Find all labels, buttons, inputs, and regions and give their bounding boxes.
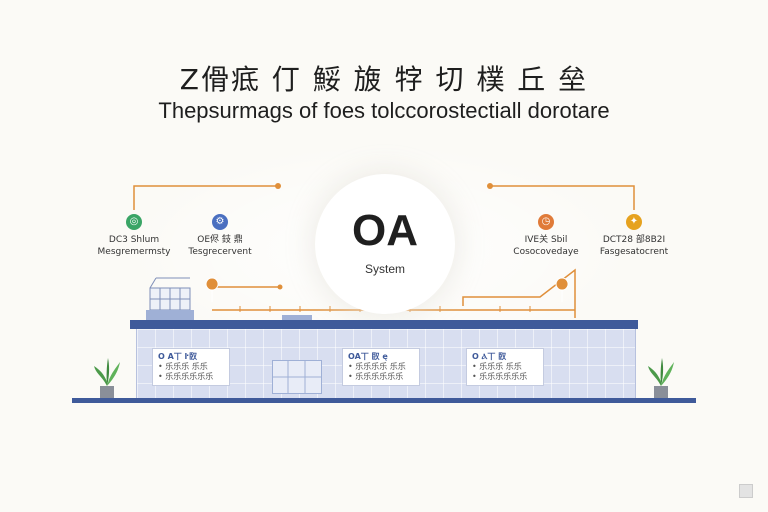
pin-marker-1 — [205, 277, 219, 303]
hub-subtitle: System — [364, 262, 405, 276]
pin-marker-3 — [555, 277, 569, 303]
connector-dot — [275, 183, 281, 189]
connector-left — [133, 185, 278, 210]
ground-line — [72, 398, 696, 403]
connector-dot — [487, 183, 493, 189]
building-window — [272, 360, 322, 394]
connector-dot — [277, 284, 283, 290]
plant-right-icon — [648, 358, 674, 398]
info-card-2: OA丅 臤 ę • 乐乐乐乐 乐乐 • 乐乐乐乐乐乐 — [342, 348, 420, 386]
info-card-1: O A丅 ŀ臤 • 乐乐乐 乐乐 • 乐乐乐乐乐乐 — [152, 348, 230, 386]
building-roof — [130, 320, 638, 329]
bulb-icon: ✦ — [626, 214, 642, 230]
globe-icon: ◎ — [126, 214, 142, 230]
hub-circle — [315, 174, 455, 314]
hub-title: OA — [352, 206, 418, 255]
clock-icon: ◷ — [538, 214, 554, 230]
roof-unit — [282, 315, 312, 321]
gear-icon: ⚙ — [212, 214, 228, 230]
connector-right — [490, 185, 635, 210]
plant-left-icon — [94, 358, 120, 398]
connector-roof-right — [462, 268, 576, 318]
corner-mark-icon — [739, 484, 753, 498]
solar-panel — [149, 277, 191, 311]
title-chinese: Z傦疷 仃 鮾 旇 牸 切 樸 丘 垒 — [179, 63, 589, 96]
roof-unit — [146, 310, 194, 320]
info-card-3: O Ⲁ丅 臤 • 乐乐乐 乐乐 • 乐乐乐乐乐乐 — [466, 348, 544, 386]
title-english: Thepsurmags of foes tolccorostectiall do… — [158, 98, 610, 123]
